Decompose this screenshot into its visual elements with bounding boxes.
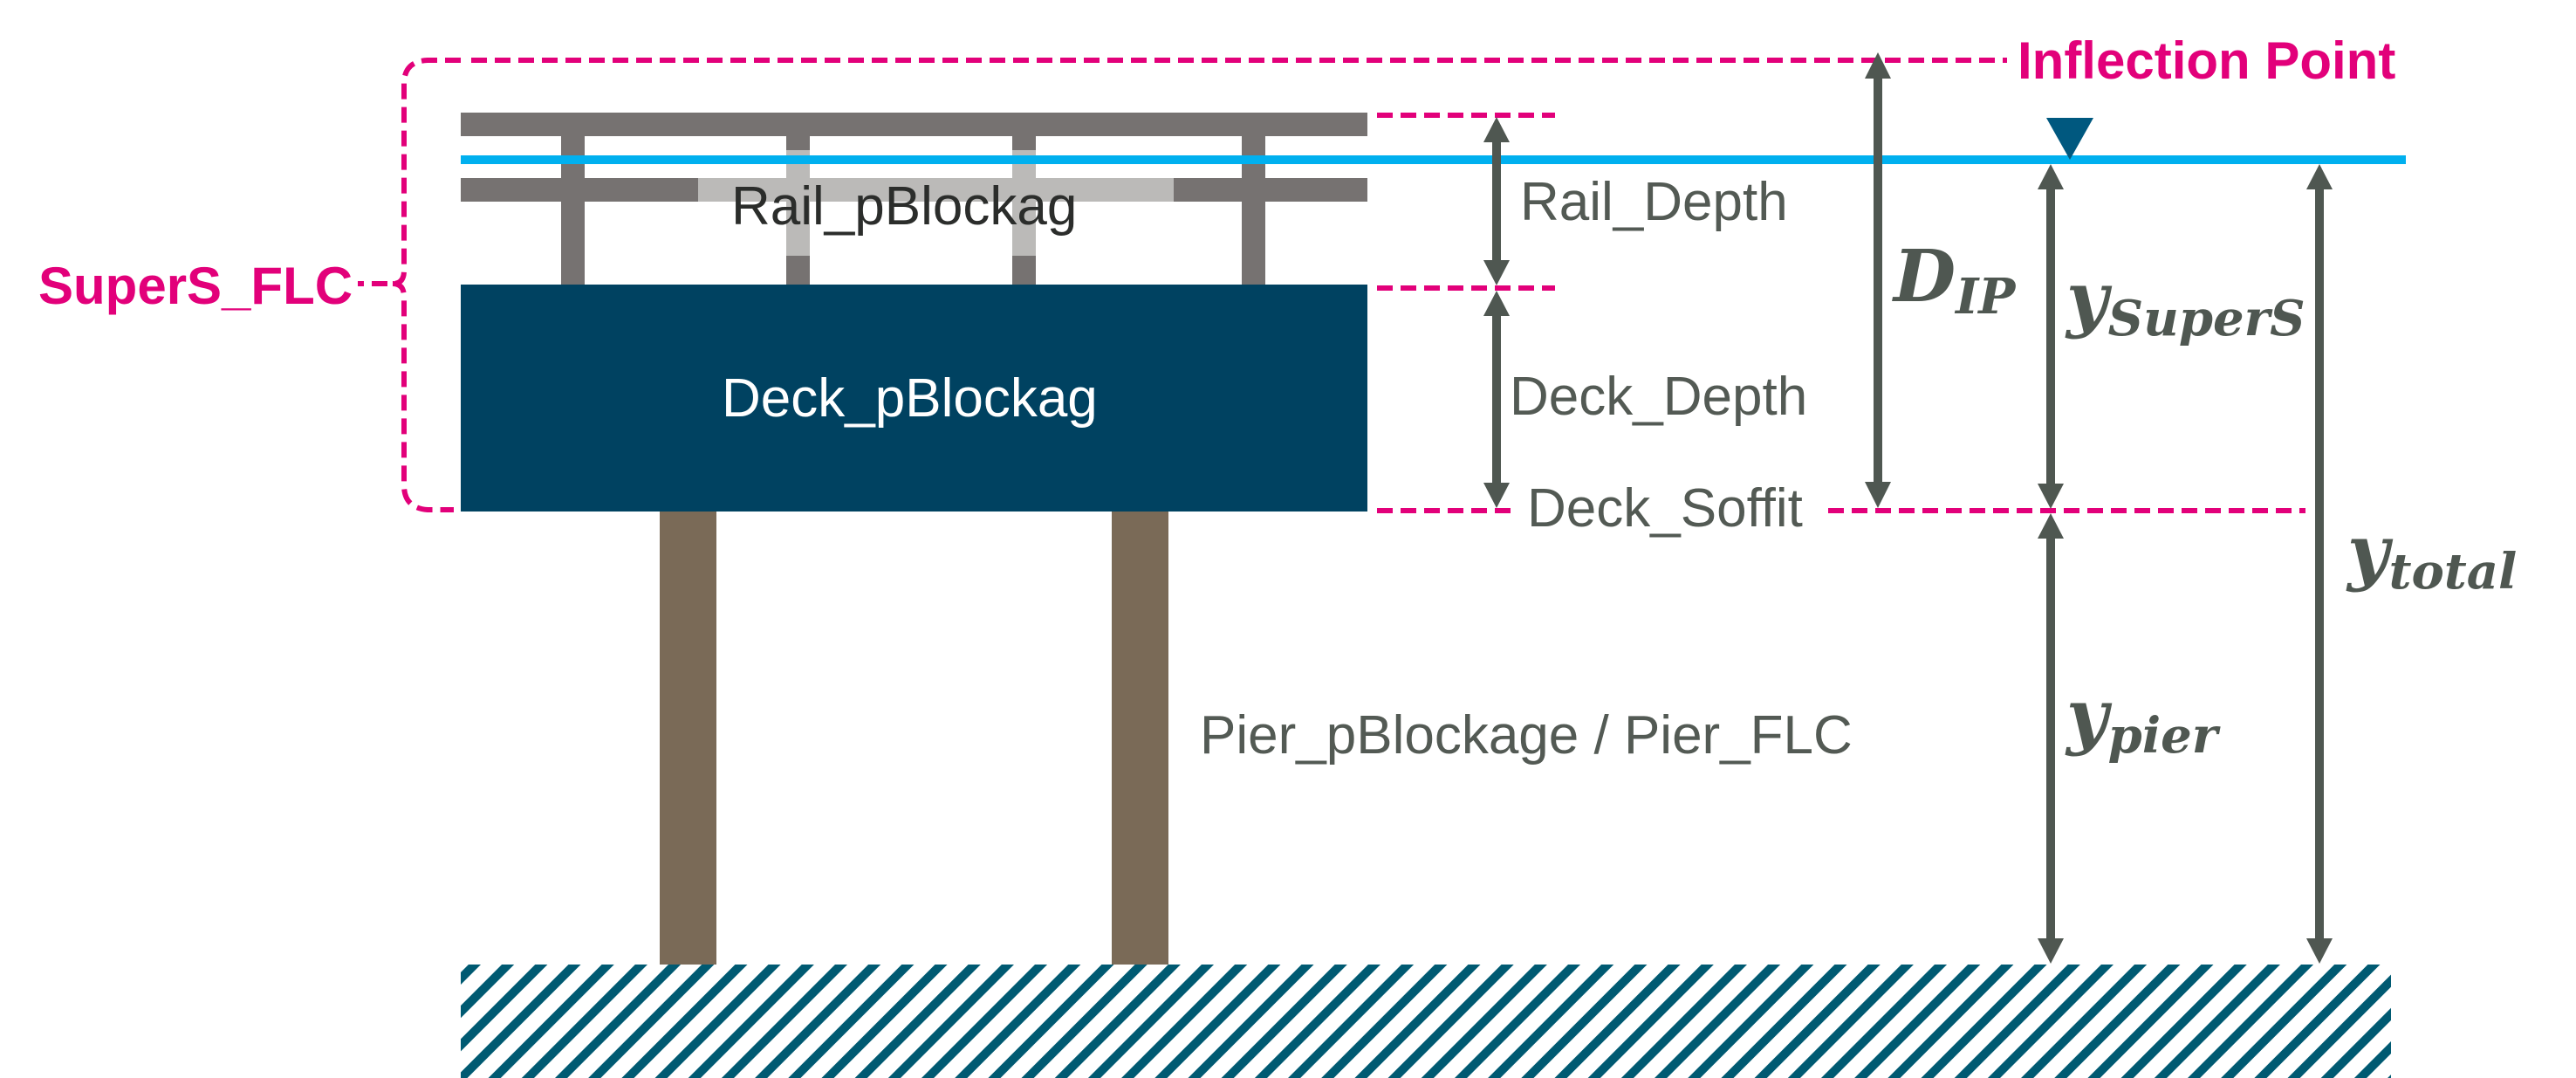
deck [461, 285, 1367, 512]
y-supers-arrow [2038, 164, 2064, 509]
rail-blockage-label: Rail_pBlockag [731, 176, 1077, 237]
rail-blockage-panel [698, 178, 1174, 202]
deck-depth-label: Deck_Depth [1510, 367, 1807, 427]
d-ip-symbol: D [1892, 235, 1956, 319]
top-rail [461, 113, 1367, 136]
y-pier-symbol: y [2065, 674, 2113, 758]
y-pier-subscript: pier [2108, 707, 2221, 765]
rail-post-4 [1242, 131, 1265, 286]
y-supers-symbol: y [2065, 257, 2113, 340]
d-ip-arrow [1865, 52, 1891, 508]
y-supers-label: ySuperS [2065, 257, 2305, 347]
y-pier-arrow [2038, 513, 2064, 964]
y-total-label: ytotal [2346, 510, 2517, 601]
inflection-point-label: Inflection Point [2018, 31, 2395, 90]
deck-depth-arrow [1483, 291, 1510, 508]
pier-label: Pier_pBlockage / Pier_FLC [1200, 705, 1853, 766]
deck-blockage-label: Deck_pBlockag [722, 368, 1098, 429]
y-supers-subscript: SuperS [2108, 290, 2305, 347]
rail-depth-label: Rail_Depth [1520, 172, 1788, 232]
y-pier-label: ypier [2065, 674, 2221, 765]
rail-depth-arrow [1483, 117, 1510, 285]
y-total-arrow [2306, 164, 2333, 964]
superstructure-brace [358, 58, 461, 512]
d-ip-label: DIP [1892, 235, 2017, 326]
water-line [461, 155, 2406, 164]
deck-soffit-label: Deck_Soffit [1527, 478, 1803, 539]
rail-post-2-blocked [786, 150, 810, 256]
rail-post-3-blocked [1012, 150, 1036, 256]
pier-right [1112, 512, 1168, 965]
ground-hatch [461, 965, 2391, 1078]
d-ip-subscript: IP [1954, 268, 2017, 326]
rail-post-1 [561, 131, 585, 286]
inverted-triangle-icon [2046, 118, 2093, 160]
superstructure-flc-label: SuperS_FLC [38, 257, 353, 315]
pier-left [660, 512, 716, 965]
y-total-subscript: total [2389, 543, 2518, 601]
y-total-symbol: y [2346, 510, 2394, 594]
